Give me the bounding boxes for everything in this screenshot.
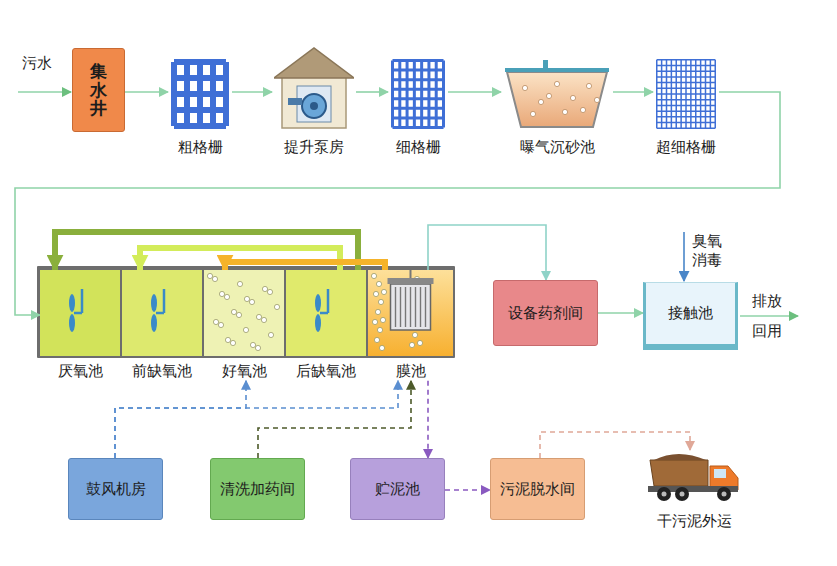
node-label: 前缺氧池 (122, 362, 202, 381)
node-label: 膜池 (368, 362, 453, 381)
process-icon: 超细格栅 (653, 58, 719, 157)
node-label: 设备药剂间 (508, 304, 583, 323)
flow-connector (540, 432, 690, 458)
flow-connector (448, 91, 501, 93)
treatment-tank: 厌氧池 (40, 270, 120, 381)
treatment-tank: 好氧池 (204, 270, 284, 381)
node-label: 后缺氧池 (286, 362, 366, 381)
node-label: 鼓风机房 (86, 480, 146, 499)
process-icon: 干污泥外运 (646, 450, 742, 531)
flow-connector (225, 262, 385, 270)
process-icon: 粗格栅 (168, 58, 232, 157)
process-icon: 细格栅 (388, 58, 448, 157)
treatment-tank: 前缺氧池 (122, 270, 202, 381)
flow-connector (258, 381, 411, 458)
mixer-symbol (122, 270, 202, 356)
flow-connector (427, 381, 429, 458)
process-box: 接触池 (643, 282, 738, 350)
node-label: 厌氧池 (40, 362, 120, 381)
tank-water (122, 270, 202, 356)
inflow-arrow (18, 91, 71, 93)
node-label: 贮泥池 (375, 480, 420, 499)
grit-icon (503, 60, 611, 130)
tank-water (368, 270, 453, 356)
flow-connector (356, 91, 388, 93)
flow-label: 回用 (752, 322, 782, 341)
treatment-tank: 后缺氧池 (286, 270, 366, 381)
flow-label: 污水 (22, 54, 52, 73)
grid-icon (390, 58, 446, 130)
flow-connector (115, 381, 398, 458)
outflow-arrow (740, 315, 798, 317)
mixer-symbol (40, 270, 120, 356)
node-label: 曝气沉砂池 (501, 138, 613, 157)
flow-connector (232, 91, 272, 93)
mixer-symbol (286, 270, 366, 356)
grid-icon (170, 58, 230, 130)
flow-label: 臭氧 消毒 (692, 232, 724, 270)
dots-symbol (204, 270, 284, 356)
process-box: 清洗加药间 (210, 458, 305, 520)
process-icon: 曝气沉砂池 (501, 60, 613, 157)
node-label: 提升泵房 (272, 138, 356, 157)
flow-connector (125, 91, 168, 93)
process-box: 设备药剂间 (493, 280, 598, 346)
tank-frame (37, 266, 455, 358)
house-icon (274, 46, 354, 130)
process-box: 污泥脱水间 (490, 458, 585, 520)
node-label: 接触池 (668, 304, 713, 323)
flow-connector (598, 312, 643, 314)
grid-icon (655, 58, 717, 130)
truck-icon (648, 450, 740, 504)
tank-water (286, 270, 366, 356)
membrane-symbol (368, 270, 453, 356)
node-label: 清洗加药间 (220, 480, 295, 499)
process-box: 集水井 (72, 48, 125, 132)
node-label: 干污泥外运 (646, 512, 742, 531)
node-label: 细格栅 (388, 138, 448, 157)
node-label: 粗格栅 (168, 138, 232, 157)
flow-connector (613, 91, 653, 93)
ozone-arrow (683, 232, 685, 281)
tank-water (204, 270, 284, 356)
node-label: 污泥脱水间 (500, 480, 575, 499)
node-label: 好氧池 (204, 362, 284, 381)
flow-connector (115, 381, 246, 458)
node-label: 超细格栅 (653, 138, 719, 157)
tank-water (40, 270, 120, 356)
node-label: 集水井 (90, 62, 107, 118)
process-icon: 提升泵房 (272, 46, 356, 157)
process-box: 鼓风机房 (68, 458, 163, 520)
flow-label: 排放 (752, 292, 782, 311)
process-box: 贮泥池 (350, 458, 445, 520)
flow-connector (445, 489, 490, 491)
treatment-tank: 膜池 (368, 270, 453, 381)
